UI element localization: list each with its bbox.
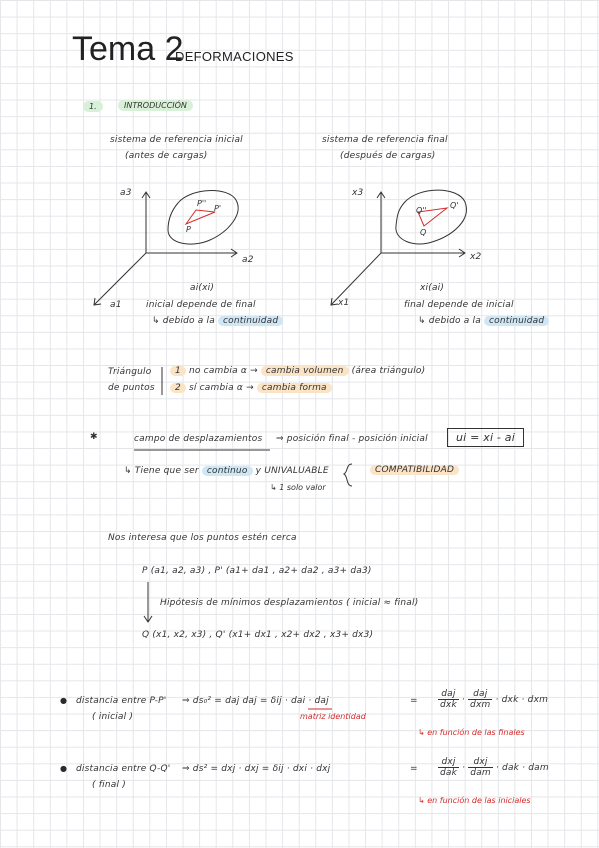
triangle-row1-tail: (área triángulo) (351, 366, 426, 376)
page-subtitle: DEFORMACIONES (175, 49, 294, 64)
bullet-dot: ● (60, 696, 67, 705)
dist2-frac2-den: dam (470, 768, 491, 778)
hypothesis-arrow (143, 582, 153, 623)
dist2-sub: ( final ) (92, 780, 126, 790)
point-p1-label: P' (214, 204, 222, 213)
dist1-red-note: ↳ en función de las finales (418, 728, 525, 737)
point-p2-label: P'' (197, 199, 207, 208)
displacement-definition: ⇒ posición final - posición inicial (276, 434, 428, 444)
dist2-tail: · dak · dam (495, 763, 549, 773)
right-note-line1: final depende de inicial (404, 300, 514, 310)
displacement-term: campo de desplazamientos (134, 434, 263, 444)
right-note-prefix: ↳ debido a la (418, 316, 481, 326)
left-body-shape (167, 190, 239, 245)
right-body-shape (395, 189, 467, 245)
dist1-matrix-note: matriz identidad (300, 712, 366, 721)
triangle-row1-text: no cambia α → (189, 366, 258, 376)
displacement-note-highlight1: continuo (201, 466, 253, 476)
axis-x1-label: x1 (338, 298, 350, 308)
right-axes (330, 191, 466, 306)
displacement-note-sub: ↳ 1 solo valor (270, 483, 326, 492)
page-title: Tema 2 (72, 30, 184, 68)
axis-x2-label: x2 (470, 252, 482, 262)
dist2-red-note: ↳ en función de las iniciales (418, 796, 531, 805)
interest-line: Nos interesa que los puntos estén cerca (108, 533, 297, 543)
point-q-label: Q (420, 228, 427, 237)
triangle-row2-num: 2 (170, 383, 186, 393)
triangle-label-line2: de puntos (108, 383, 155, 393)
point-q1-label: Q' (450, 201, 459, 210)
hypothesis-line: Hipótesis de mínimos desplazamientos ( i… (160, 598, 419, 608)
q-coordinates: Q (x1, x2, x3) , Q' (x1+ dx1 , x2+ dx2 ,… (142, 630, 374, 640)
section-heading: INTRODUCCIÓN (118, 100, 193, 111)
section-number: 1. (83, 101, 103, 112)
displacement-formula: ui = xi - ai (447, 428, 524, 447)
dist2-equation: ⇒ ds² = dxj · dxj = δij · dxi · dxj (182, 764, 331, 774)
dist1-equals: = (410, 696, 418, 706)
left-note-line1: inicial depende de final (146, 300, 256, 310)
dist1-frac2-num: daj (468, 689, 493, 700)
triangle-label-line1: Triángulo (108, 367, 152, 377)
axis-a2-label: a2 (242, 255, 254, 265)
point-q2-label: Q'' (416, 206, 427, 215)
dist2-label: distancia entre Q-Q' (76, 764, 171, 774)
axis-a3-label: a3 (120, 188, 132, 198)
dist1-frac1-num: daj (438, 689, 459, 700)
dist2-frac1-den: dak (440, 768, 458, 778)
right-note-highlight: continuidad (484, 316, 550, 326)
right-caption-line1: sistema de referencia final (322, 135, 448, 145)
triangle-row1: 1 no cambia α → cambia volumen (área tri… (170, 366, 425, 376)
triangle-row1-highlight: cambia volumen (260, 366, 349, 376)
left-note-prefix: ↳ debido a la (152, 316, 215, 326)
dist1-tail: · dxk · dxm (495, 695, 549, 705)
p-coordinates: P (a1, a2, a3) , P' (a1+ da1 , a2+ da2 ,… (142, 566, 372, 576)
displacement-note-prefix: ↳ Tiene que ser (124, 466, 199, 476)
displacement-note: ↳ Tiene que ser continuo y UNIVALUABLE (124, 466, 329, 476)
right-note-line2: ↳ debido a la continuidad (418, 316, 550, 326)
bullet-dot: ● (60, 764, 67, 773)
dist2-frac1-num: dxj (438, 757, 460, 768)
left-note-highlight: continuidad (218, 316, 284, 326)
left-coord-label: ai(xi) (190, 283, 215, 293)
triangle-row2-highlight: cambia forma (256, 383, 332, 393)
dist1-equation: ⇒ ds₀² = daj daj = δij · dai · daj (182, 696, 329, 706)
triangle-row1-num: 1 (170, 366, 186, 376)
triangle-row2: 2 sí cambia α → cambia forma (170, 383, 332, 393)
right-triangle (417, 207, 449, 227)
right-caption-line2: (después de cargas) (340, 151, 436, 161)
left-axes (93, 191, 238, 306)
compat-brace (342, 463, 353, 487)
left-triangle (184, 209, 216, 226)
triangle-row2-text: sí cambia α → (189, 383, 254, 393)
compatibility-highlight: COMPATIBILIDAD (370, 465, 460, 475)
displacement-note-mid: y UNIVALUABLE (255, 466, 329, 476)
dist2-frac2-num: dxj (468, 757, 493, 768)
dist1-frac2-den: dxm (470, 700, 491, 710)
dist2-equals: = (410, 764, 418, 774)
left-note-line2: ↳ debido a la continuidad (152, 316, 284, 326)
dist1-frac1-den: dxk (440, 700, 457, 710)
axis-x3-label: x3 (352, 188, 364, 198)
dist1-sub: ( inicial ) (92, 712, 134, 722)
point-p-label: P (186, 225, 191, 234)
displacement-bullet: ✱ (90, 432, 98, 442)
left-caption-line1: sistema de referencia inicial (110, 135, 243, 145)
right-coord-label: xi(ai) (420, 283, 445, 293)
left-caption-line2: (antes de cargas) (125, 151, 208, 161)
dist1-label: distancia entre P-P' (76, 696, 167, 706)
axis-a1-label: a1 (110, 300, 122, 310)
